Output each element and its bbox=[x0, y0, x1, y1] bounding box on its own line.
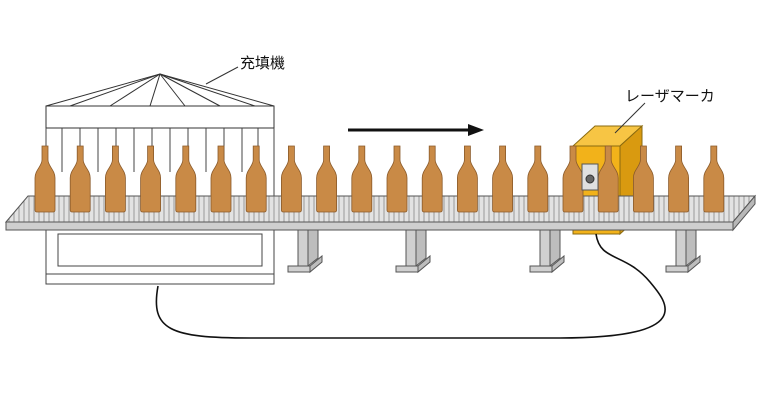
laser-marker-label: レーザマーカ bbox=[625, 87, 715, 105]
filler-base bbox=[45, 227, 275, 285]
bottle bbox=[210, 145, 232, 213]
direction-arrow-icon bbox=[348, 124, 484, 136]
bottle bbox=[69, 145, 91, 213]
support-2 bbox=[395, 220, 431, 274]
bottle bbox=[492, 145, 513, 213]
bottle bbox=[668, 145, 689, 213]
bottle bbox=[316, 145, 337, 213]
bottle bbox=[457, 145, 478, 213]
filler-roof bbox=[45, 73, 275, 107]
bottle bbox=[281, 145, 302, 213]
bottle bbox=[562, 145, 584, 213]
bottle bbox=[597, 145, 619, 213]
bottle bbox=[351, 145, 373, 213]
laser-head bbox=[581, 163, 599, 191]
bottle bbox=[421, 145, 443, 213]
filler-header-box bbox=[45, 105, 275, 129]
bottle bbox=[175, 145, 197, 213]
filler-label: 充填機 bbox=[240, 54, 286, 72]
bottle bbox=[386, 145, 408, 213]
cable bbox=[155, 233, 666, 339]
bottle bbox=[633, 145, 654, 213]
bottles bbox=[34, 145, 725, 213]
bottle bbox=[703, 145, 725, 213]
bottle bbox=[245, 145, 267, 213]
bottle bbox=[34, 145, 56, 213]
filler-leader-line bbox=[205, 66, 239, 85]
bottle bbox=[105, 145, 126, 213]
bottle bbox=[140, 145, 161, 213]
bottle bbox=[527, 145, 549, 213]
support-1 bbox=[287, 220, 323, 274]
marker-leader-line bbox=[614, 102, 646, 134]
